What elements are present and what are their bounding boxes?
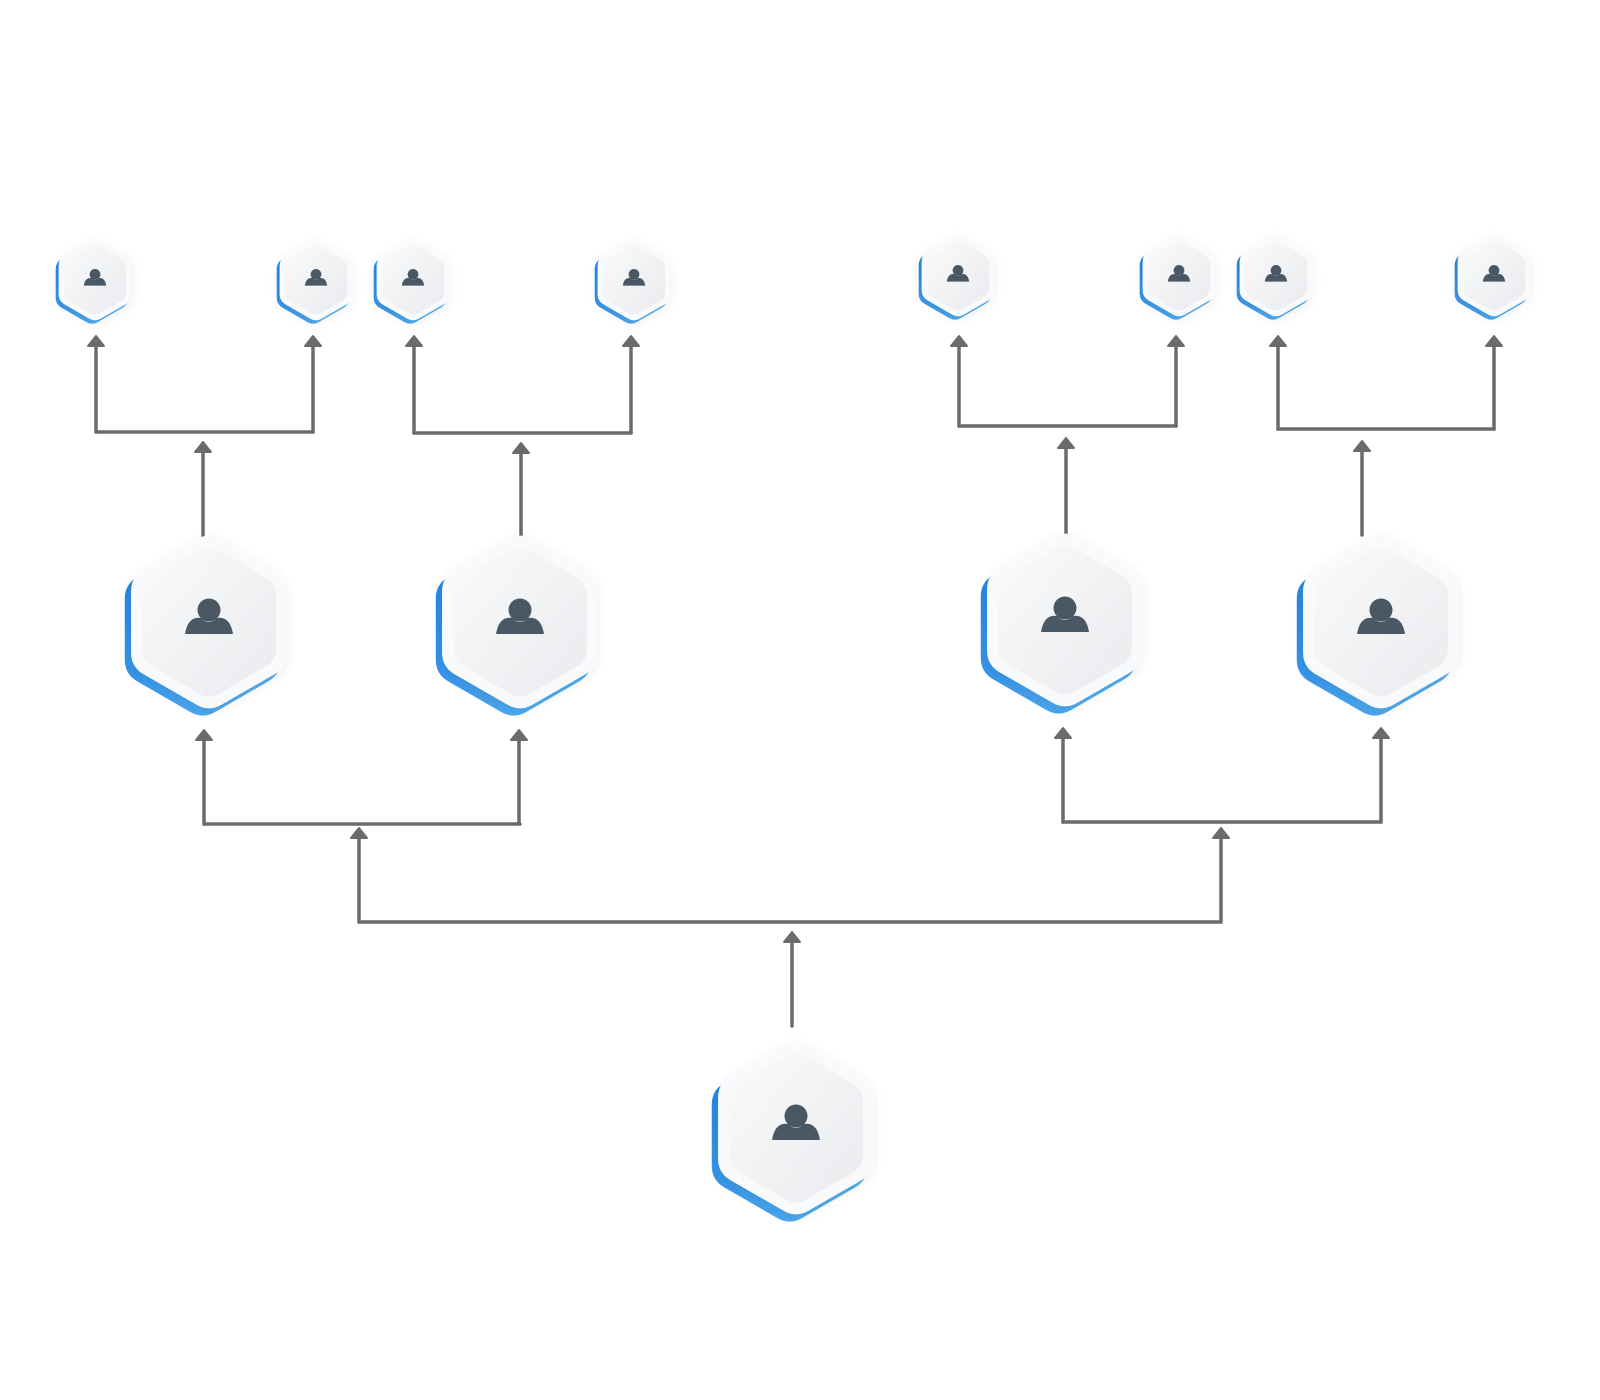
user-icon bbox=[772, 1104, 820, 1140]
node-l2-a[interactable] bbox=[124, 535, 287, 716]
user-icon bbox=[1357, 598, 1405, 634]
arrowhead-icon bbox=[304, 335, 322, 347]
user-icon bbox=[304, 269, 328, 286]
arrowhead-icon bbox=[1057, 437, 1075, 449]
arrowhead-icon bbox=[350, 827, 368, 839]
user-icon bbox=[185, 598, 233, 634]
user-icon bbox=[622, 269, 646, 286]
arrowhead-icon bbox=[195, 729, 213, 741]
node-l3-2[interactable] bbox=[276, 239, 353, 324]
node-l3-6[interactable] bbox=[1139, 235, 1216, 320]
node-l3-1[interactable] bbox=[55, 239, 132, 324]
arrowhead-icon bbox=[512, 442, 530, 454]
arrowhead-icon bbox=[1167, 335, 1185, 347]
node-root[interactable] bbox=[711, 1041, 874, 1222]
node-l2-d[interactable] bbox=[1296, 535, 1459, 716]
user-icon bbox=[83, 269, 107, 286]
node-l3-8[interactable] bbox=[1454, 235, 1531, 320]
user-icon bbox=[496, 598, 544, 634]
arrowhead-icon bbox=[405, 335, 423, 347]
arrowhead-icon bbox=[194, 441, 212, 453]
arrowhead-icon bbox=[1054, 727, 1072, 739]
arrowhead-icon bbox=[1269, 335, 1287, 347]
node-l2-c[interactable] bbox=[980, 533, 1143, 714]
arrowhead-icon bbox=[1212, 827, 1230, 839]
user-icon bbox=[1041, 596, 1089, 632]
connector-lines bbox=[87, 335, 1503, 1028]
node-l3-5[interactable] bbox=[918, 235, 995, 320]
node-l3-3[interactable] bbox=[373, 239, 450, 324]
arrowhead-icon bbox=[1372, 727, 1390, 739]
node-l3-7[interactable] bbox=[1236, 235, 1313, 320]
user-icon bbox=[1264, 265, 1288, 282]
arrowhead-icon bbox=[87, 335, 105, 347]
user-icon bbox=[401, 269, 425, 286]
node-l2-b[interactable] bbox=[435, 535, 598, 716]
arrowhead-icon bbox=[622, 335, 640, 347]
user-icon bbox=[1482, 265, 1506, 282]
node-l3-4[interactable] bbox=[594, 239, 671, 324]
arrowhead-icon bbox=[1353, 440, 1371, 452]
arrowhead-icon bbox=[510, 729, 528, 741]
node-layer bbox=[55, 235, 1531, 1222]
arrowhead-icon bbox=[1485, 335, 1503, 347]
arrowhead-icon bbox=[950, 335, 968, 347]
user-icon bbox=[946, 265, 970, 282]
user-icon bbox=[1167, 265, 1191, 282]
arrowhead-icon bbox=[783, 931, 801, 943]
